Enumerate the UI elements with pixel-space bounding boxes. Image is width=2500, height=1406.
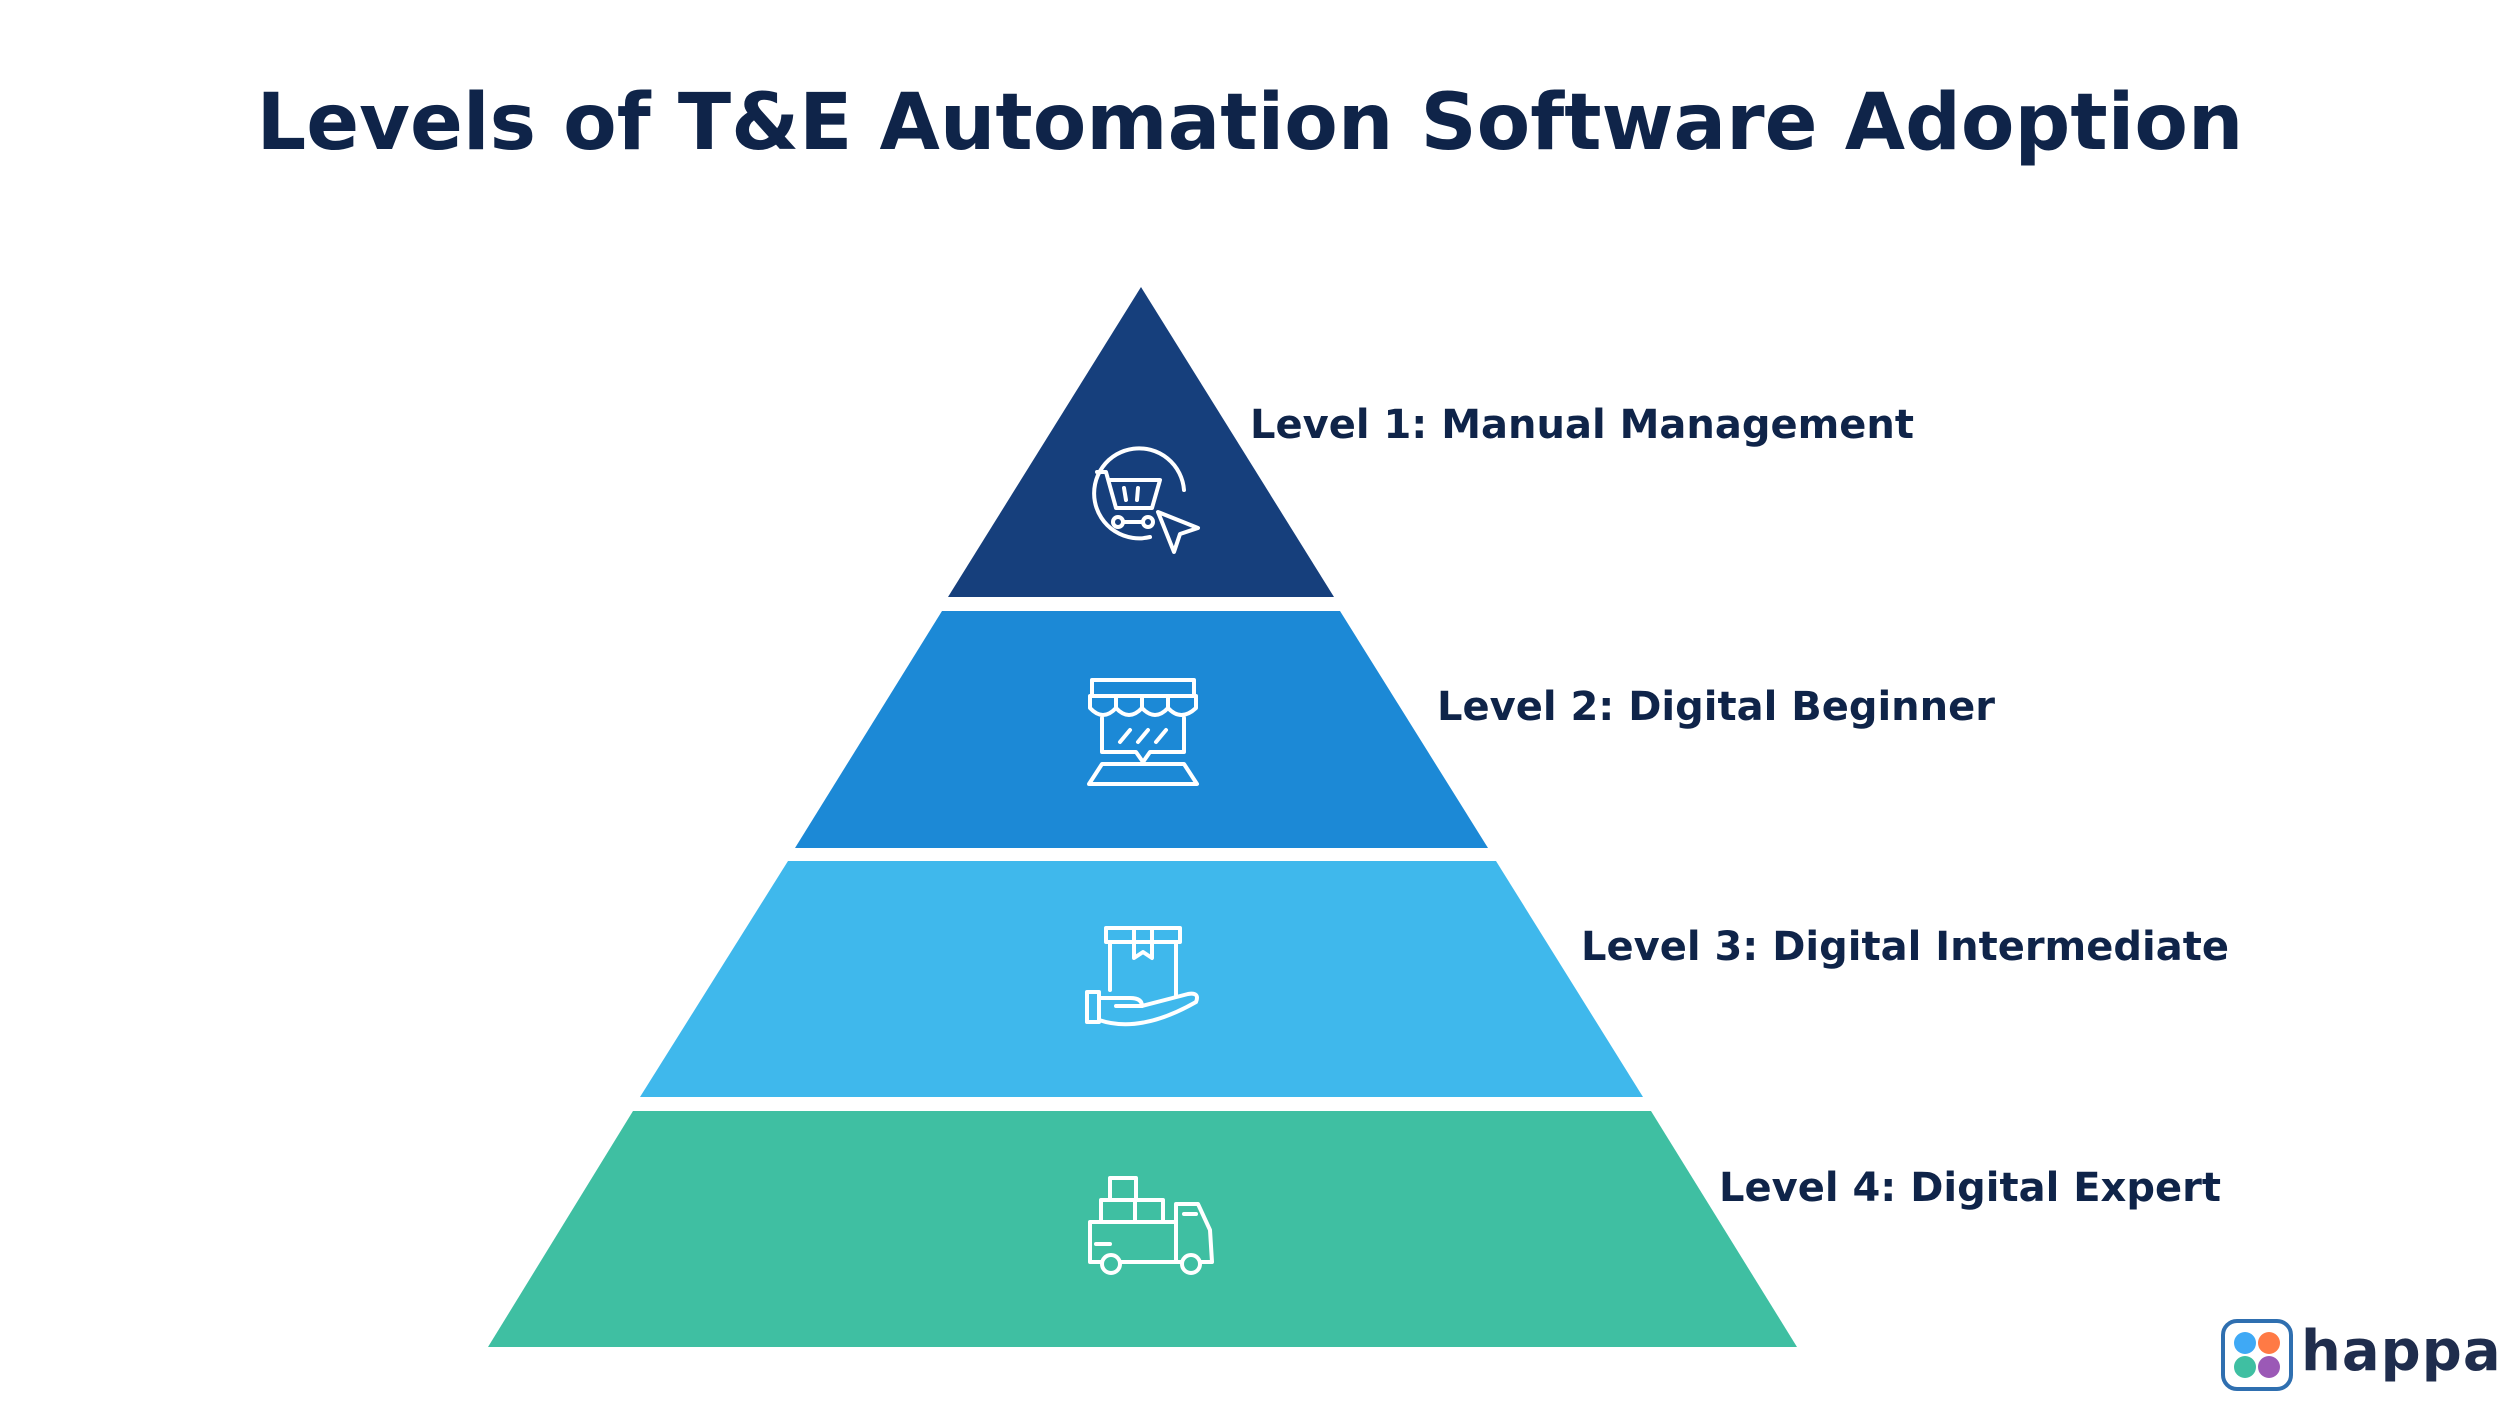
- box-on-hand-icon: [1085, 926, 1199, 1027]
- level-1-label: Level 1: Manual Management: [1250, 402, 1915, 448]
- delivery-truck-icon: [1088, 1176, 1214, 1275]
- happay-logo: happay: [2221, 1315, 2500, 1395]
- storefront-icon: [1087, 678, 1199, 786]
- pyramid-tier-4: [488, 1111, 1797, 1347]
- pyramid-tier-2: [795, 611, 1488, 848]
- level-3-label: Level 3: Digital Intermediate: [1581, 924, 2229, 970]
- page-title: Levels of T&E Automation Software Adopti…: [256, 78, 2244, 168]
- shopping-cart-cursor-icon: [1092, 446, 1200, 554]
- level-4-label: Level 4: Digital Expert: [1719, 1165, 2221, 1211]
- pyramid-tier-1: [948, 287, 1334, 597]
- level-2-label: Level 2: Digital Beginner: [1437, 684, 1995, 730]
- happay-logo-text: happay: [2301, 1319, 2500, 1384]
- happay-logo-mark-icon: [2221, 1319, 2293, 1391]
- pyramid-tier-3: [640, 861, 1643, 1097]
